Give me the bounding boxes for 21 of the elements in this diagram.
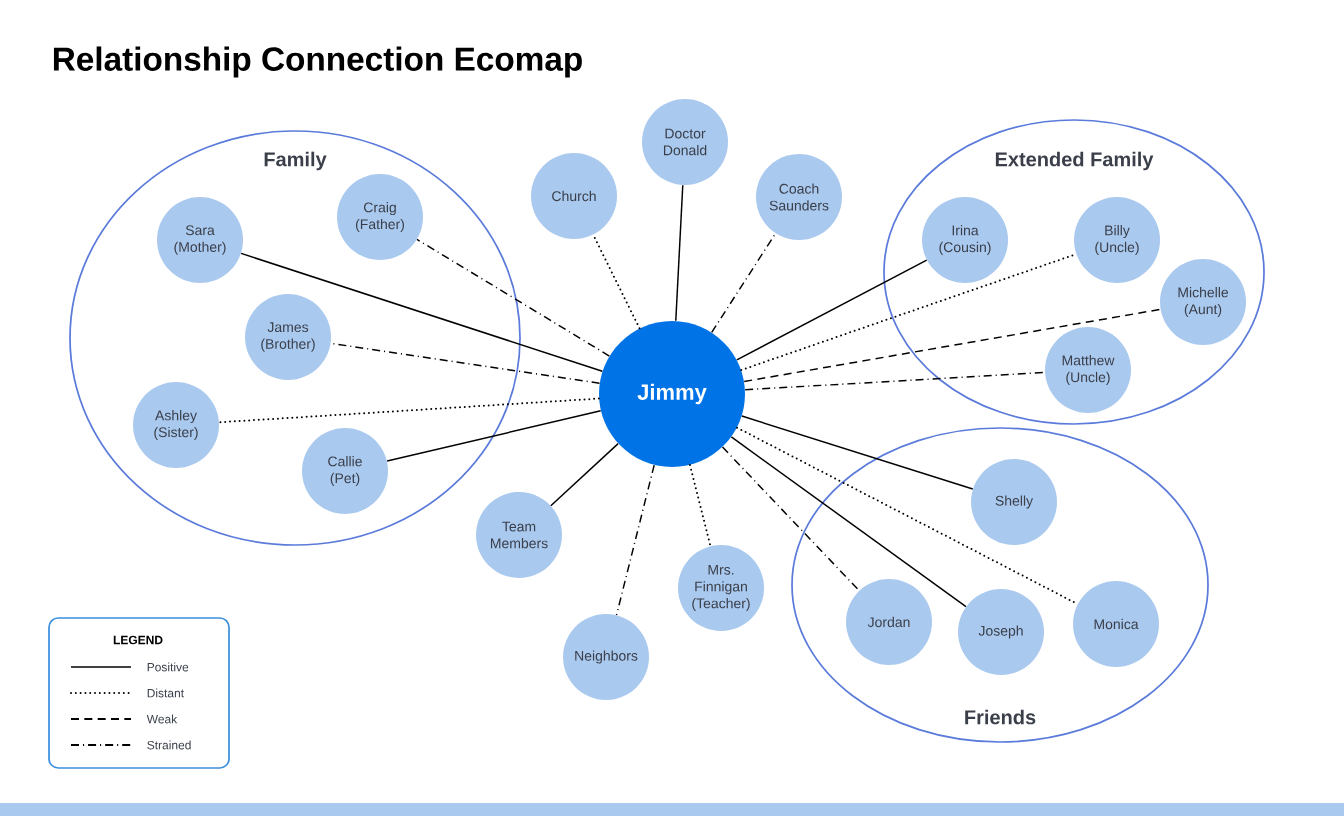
connector-line [675, 184, 684, 322]
connector-line [730, 436, 967, 608]
connector-line [550, 442, 619, 507]
connector-line [743, 308, 1162, 383]
connector-line [744, 371, 1046, 391]
legend-label: Distant [147, 688, 184, 698]
connector-line [736, 259, 928, 361]
connector-line [710, 232, 777, 334]
connector-line [330, 342, 601, 384]
legend-label: Positive [147, 662, 189, 672]
legend-label: Weak [146, 714, 178, 724]
connector-line [218, 397, 600, 424]
connector-line [688, 464, 712, 548]
connector-line [615, 464, 655, 616]
title: Relationship Connection Ecomap [53, 46, 582, 78]
legend-label: Strained [147, 740, 191, 750]
connector-line [741, 415, 974, 490]
connector-line [721, 446, 860, 592]
connector-line [416, 238, 611, 357]
connector-line [386, 410, 602, 462]
connector-line [240, 252, 604, 372]
